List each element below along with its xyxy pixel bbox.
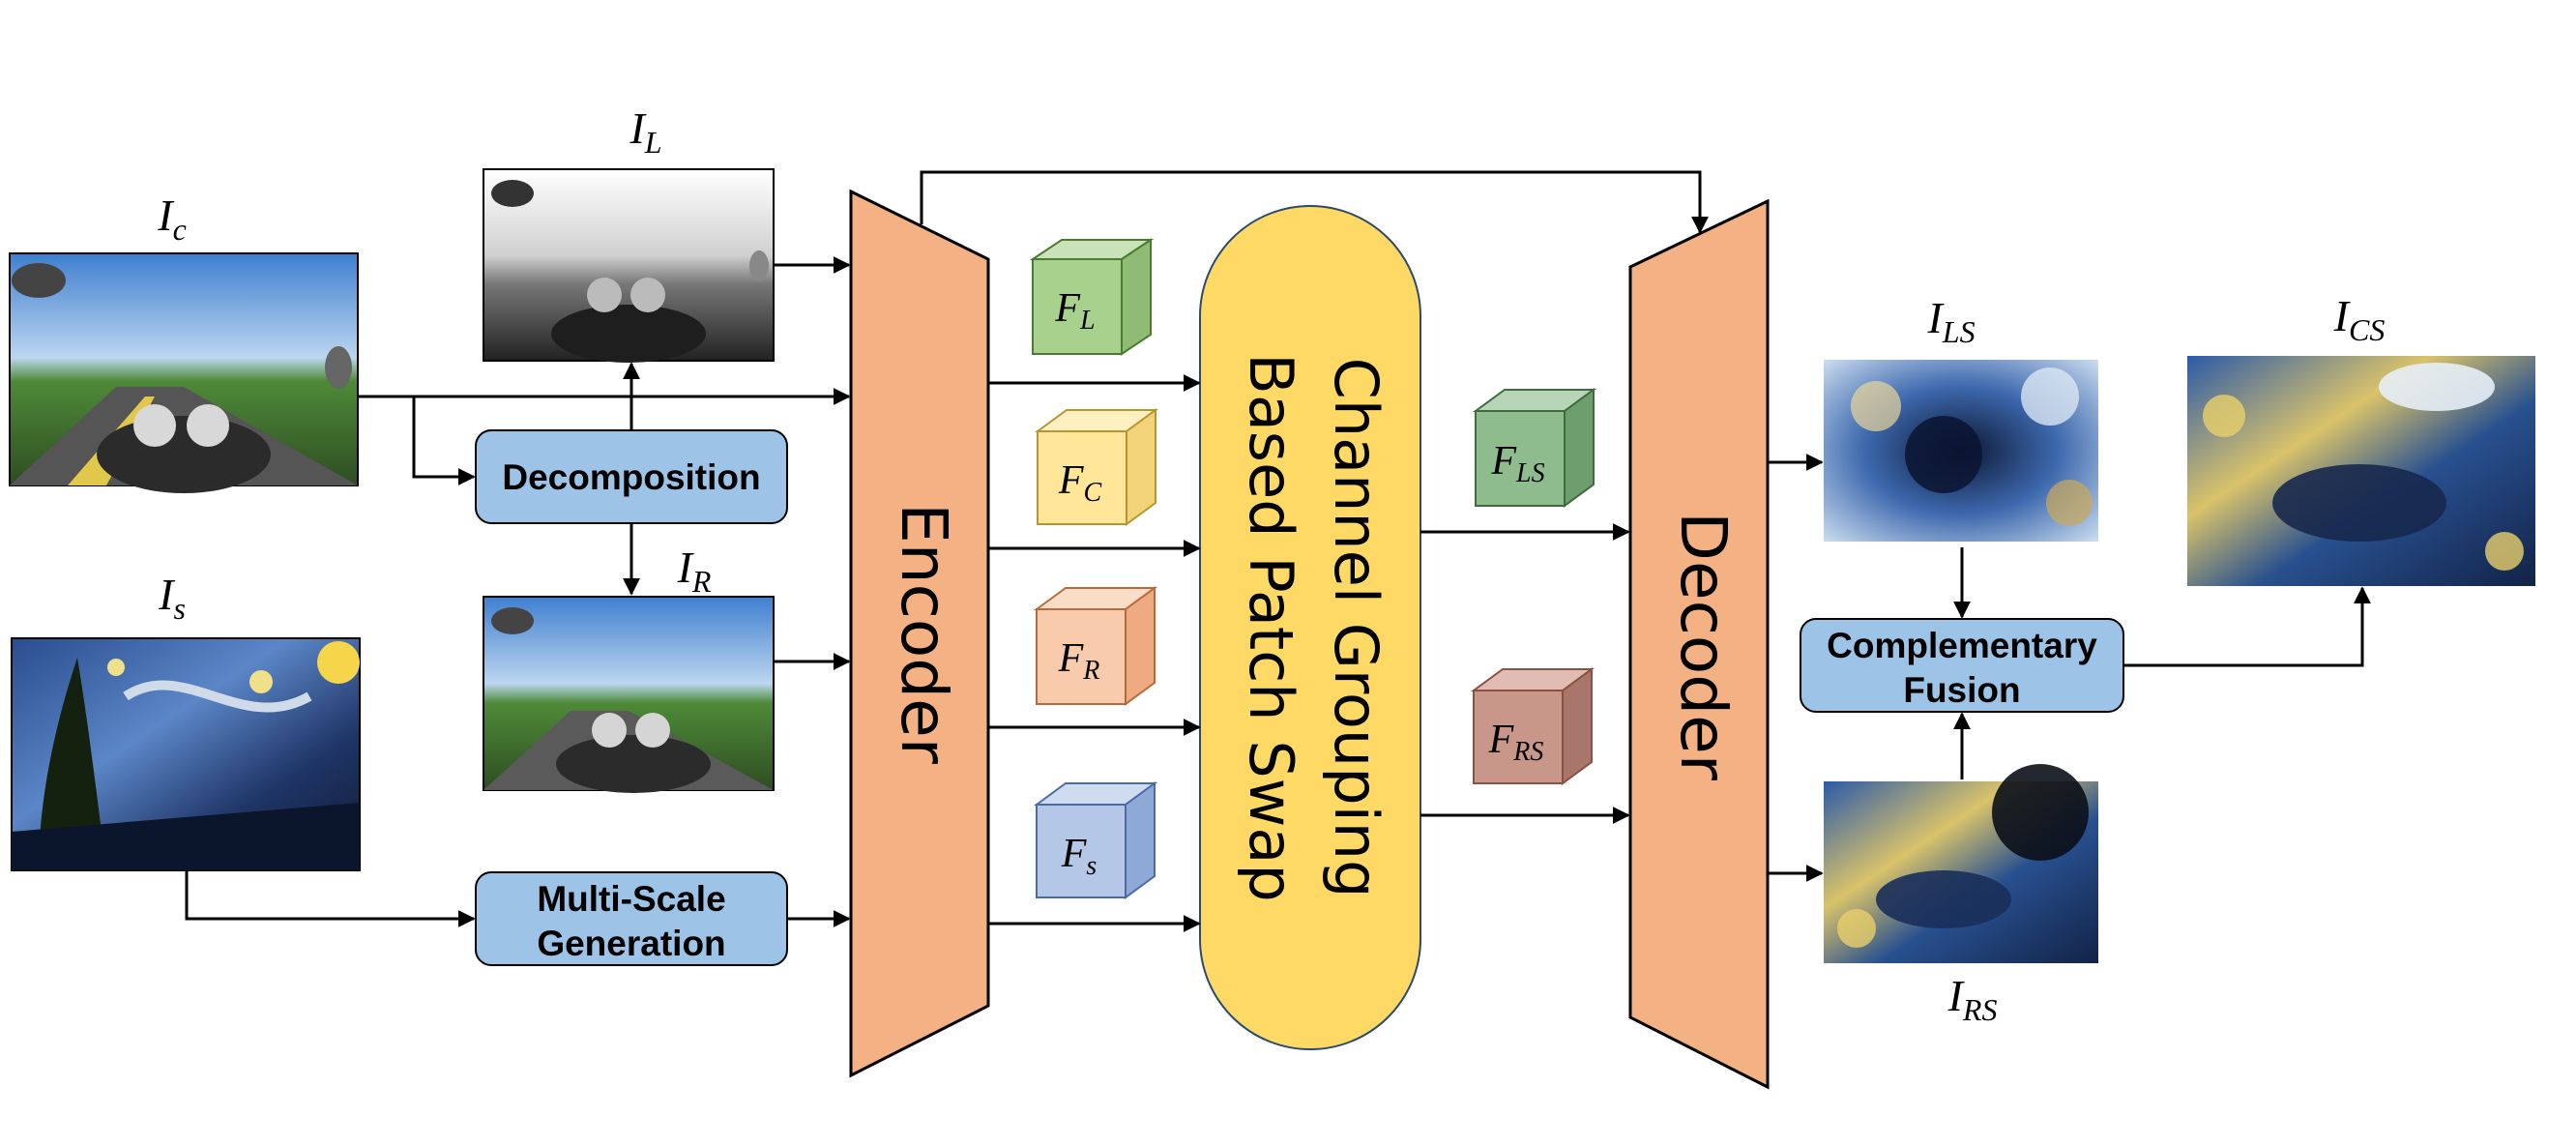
feature-cube-fs: Fs [1033, 781, 1158, 899]
reflectance-image-label: IR [677, 543, 712, 599]
fusion-label-2: Fusion [1903, 670, 2020, 710]
cs-result-label: ICS [2333, 291, 2386, 347]
illumination-image-label: IL [629, 103, 661, 160]
feature-cube-fc: FC [1034, 408, 1159, 526]
feature-frs-label: FRS [1488, 718, 1544, 767]
illumination-image [483, 168, 775, 363]
fusion-label-1: Complementary [1827, 626, 2097, 665]
decomposition-box: Decomposition [475, 429, 788, 524]
style-image-label: Is [158, 570, 186, 626]
multiscale-label-2: Generation [537, 924, 725, 963]
decomposition-label: Decomposition [502, 457, 760, 497]
multiscale-box: Multi-Scale Generation [475, 871, 788, 966]
style-image [11, 637, 361, 871]
content-image [9, 252, 359, 493]
rs-result-image [1824, 764, 2098, 963]
feature-cube-fr: FR [1033, 586, 1158, 706]
decoder-label: Decoder [1666, 512, 1741, 781]
feature-fr-label: FR [1058, 636, 1100, 686]
feature-fl-label: FL [1054, 286, 1095, 336]
encoder-block: Encoder [849, 189, 990, 1078]
ls-result-image [1824, 360, 2098, 542]
rs-result-label: IRS [1947, 971, 1998, 1027]
patch-swap-label-1: Channel Grouping [1321, 358, 1391, 898]
feature-fls-label: FLS [1490, 439, 1544, 488]
feature-fc-label: FC [1058, 458, 1102, 508]
feature-cube-fls: FLS [1472, 388, 1597, 508]
decoder-block: Decoder [1628, 198, 1770, 1090]
feature-fs-label: Fs [1061, 832, 1098, 881]
fusion-box: Complementary Fusion [1800, 618, 2124, 713]
patch-swap-block: Channel Grouping Based Patch Swap [1199, 205, 1421, 1050]
reflectance-image [483, 596, 775, 793]
connectors [185, 170, 2371, 932]
feature-cube-fl: FL [1029, 238, 1155, 356]
content-image-label: Ic [157, 191, 187, 247]
feature-cube-frs: FRS [1470, 667, 1595, 785]
cs-result-image [2187, 356, 2535, 586]
ls-result-label: ILS [1926, 293, 1975, 349]
encoder-label: Encoder [887, 503, 961, 765]
multiscale-label-1: Multi-Scale [537, 879, 725, 919]
patch-swap-label-2: Based Patch Swap [1236, 353, 1306, 901]
